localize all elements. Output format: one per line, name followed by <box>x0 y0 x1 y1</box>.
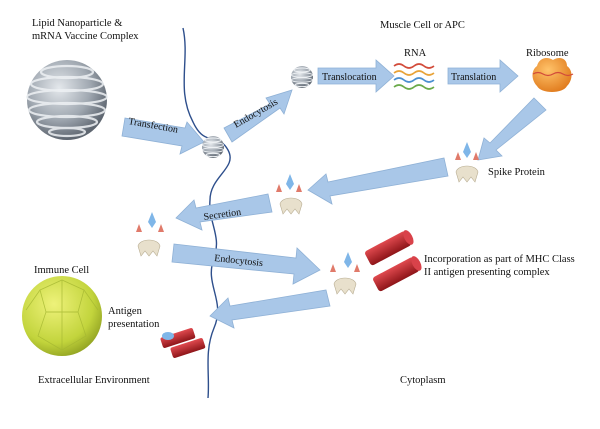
ribosome-icon <box>532 58 574 92</box>
label-mhc-line2: II antigen presenting complex <box>424 267 550 278</box>
arrow-label-endocytosis-2: Endocytosis <box>214 253 264 269</box>
arrow-endocytosis-1 <box>223 89 293 143</box>
immune-cell-icon <box>22 276 102 356</box>
arrow-endocytosis-2 <box>171 243 321 285</box>
spike-protein-icon-2 <box>276 174 303 215</box>
mhc-presented-icon <box>160 328 206 358</box>
cell-membrane <box>182 27 231 399</box>
label-immune-cell: Immune Cell <box>34 265 90 276</box>
label-lnp-line2: mRNA Vaccine Complex <box>32 31 139 42</box>
arrow-secretion <box>175 193 273 231</box>
arrow-spike-out <box>307 157 449 205</box>
arrow-translocation <box>317 59 395 93</box>
label-ribosome: Ribosome <box>526 48 569 59</box>
label-extracellular: Extracellular Environment <box>38 375 150 386</box>
lnp-small-icon-membrane <box>202 136 224 158</box>
label-antigen-line1: Antigen <box>108 306 142 317</box>
lnp-small-icon-cytoplasm <box>291 66 313 88</box>
label-mhc-line1: Incorporation as part of MHC Class <box>424 254 575 265</box>
label-lnp-line1: Lipid Nanoparticle & <box>32 18 123 29</box>
label-muscle-cell: Muscle Cell or APC <box>380 20 465 31</box>
arrow-ribosome-down <box>477 97 547 161</box>
label-cytoplasm: Cytoplasm <box>400 375 446 386</box>
label-spike-protein: Spike Protein <box>488 167 545 178</box>
arrow-label-secretion: Secretion <box>203 207 242 223</box>
mhc-complex-icon <box>365 230 422 292</box>
arrow-label-translation: Translation <box>451 72 496 83</box>
arrow-label-translocation: Translocation <box>322 72 377 83</box>
arrow-transfection <box>121 117 205 155</box>
label-rna: RNA <box>404 48 427 59</box>
arrow-translation <box>447 59 519 93</box>
arrow-antigen-return <box>209 289 331 329</box>
rna-strands-icon <box>393 63 435 90</box>
spike-protein-icon-4 <box>330 252 360 295</box>
spike-protein-icon-3 <box>136 212 164 257</box>
spike-protein-icon-1 <box>455 142 479 183</box>
label-antigen-line2: presentation <box>108 319 160 330</box>
lnp-large-icon <box>25 60 109 140</box>
